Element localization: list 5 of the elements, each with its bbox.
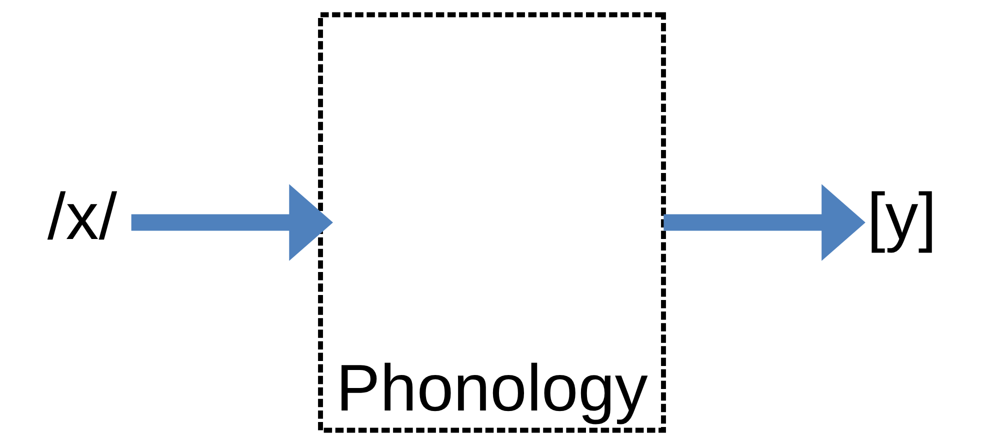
node-text: [y] [866, 178, 936, 253]
arrow [663, 184, 865, 261]
node-text: /x/ [46, 178, 117, 253]
arrow [130, 184, 332, 261]
node-box: Phonology [318, 12, 666, 433]
